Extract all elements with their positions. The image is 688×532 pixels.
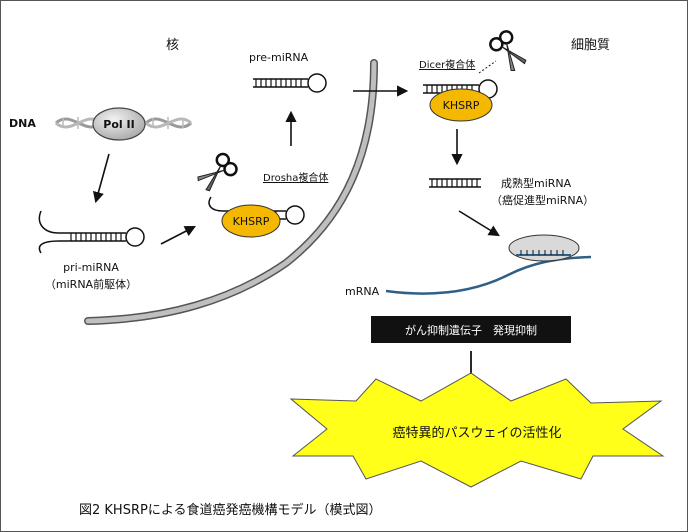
pri-mirna-sublabel: （miRNA前駆体） [45, 277, 137, 291]
pol2-label: Pol II [103, 118, 134, 131]
mature-mirna-sublabel: （癌促進型miRNA） [491, 193, 594, 207]
arrow-to-drosha [160, 225, 196, 245]
pre-mirna-label: pre-miRNA [249, 51, 309, 64]
cytoplasm-label: 細胞質 [571, 38, 610, 53]
mrna-label: mRNA [345, 285, 380, 298]
pre-mirna-hairpin [253, 73, 327, 93]
khsrp-dicer [429, 88, 493, 122]
arrow-to-mrna [458, 210, 500, 237]
repression-box-label: がん抑制遺伝子 発現抑制 [405, 323, 537, 337]
khsrp-drosha [221, 204, 281, 238]
pri-mirna-hairpin [38, 210, 145, 254]
khsrp-drosha-label: KHSRP [233, 215, 270, 228]
figure-caption: 図2 KHSRPによる食道癌発癌機構モデル（模式図） [79, 502, 381, 518]
repression-box [371, 316, 571, 343]
ribosome [508, 234, 580, 262]
mature-mirna-duplex [429, 178, 481, 188]
outcome-label: 癌特異的パスウェイの活性化 [392, 425, 561, 441]
dna-label: DNA [9, 117, 36, 130]
mrna-strand [385, 255, 592, 295]
arrow-transcription [92, 153, 110, 204]
scissors-icon [197, 152, 238, 192]
pri-mirna-label: pri-miRNA [63, 261, 119, 274]
outcome-burst [289, 372, 665, 488]
mature-mirna-label: 成熟型miRNA [501, 176, 572, 190]
pol2-complex [92, 107, 146, 141]
khsrp-dicer-label: KHSRP [443, 99, 480, 112]
dicer-complex-label: Dicer複合体 [419, 58, 475, 71]
scissors-icon [489, 30, 527, 72]
nucleus-label: 核 [166, 38, 179, 53]
drosha-complex-label: Drosha複合体 [263, 171, 328, 184]
